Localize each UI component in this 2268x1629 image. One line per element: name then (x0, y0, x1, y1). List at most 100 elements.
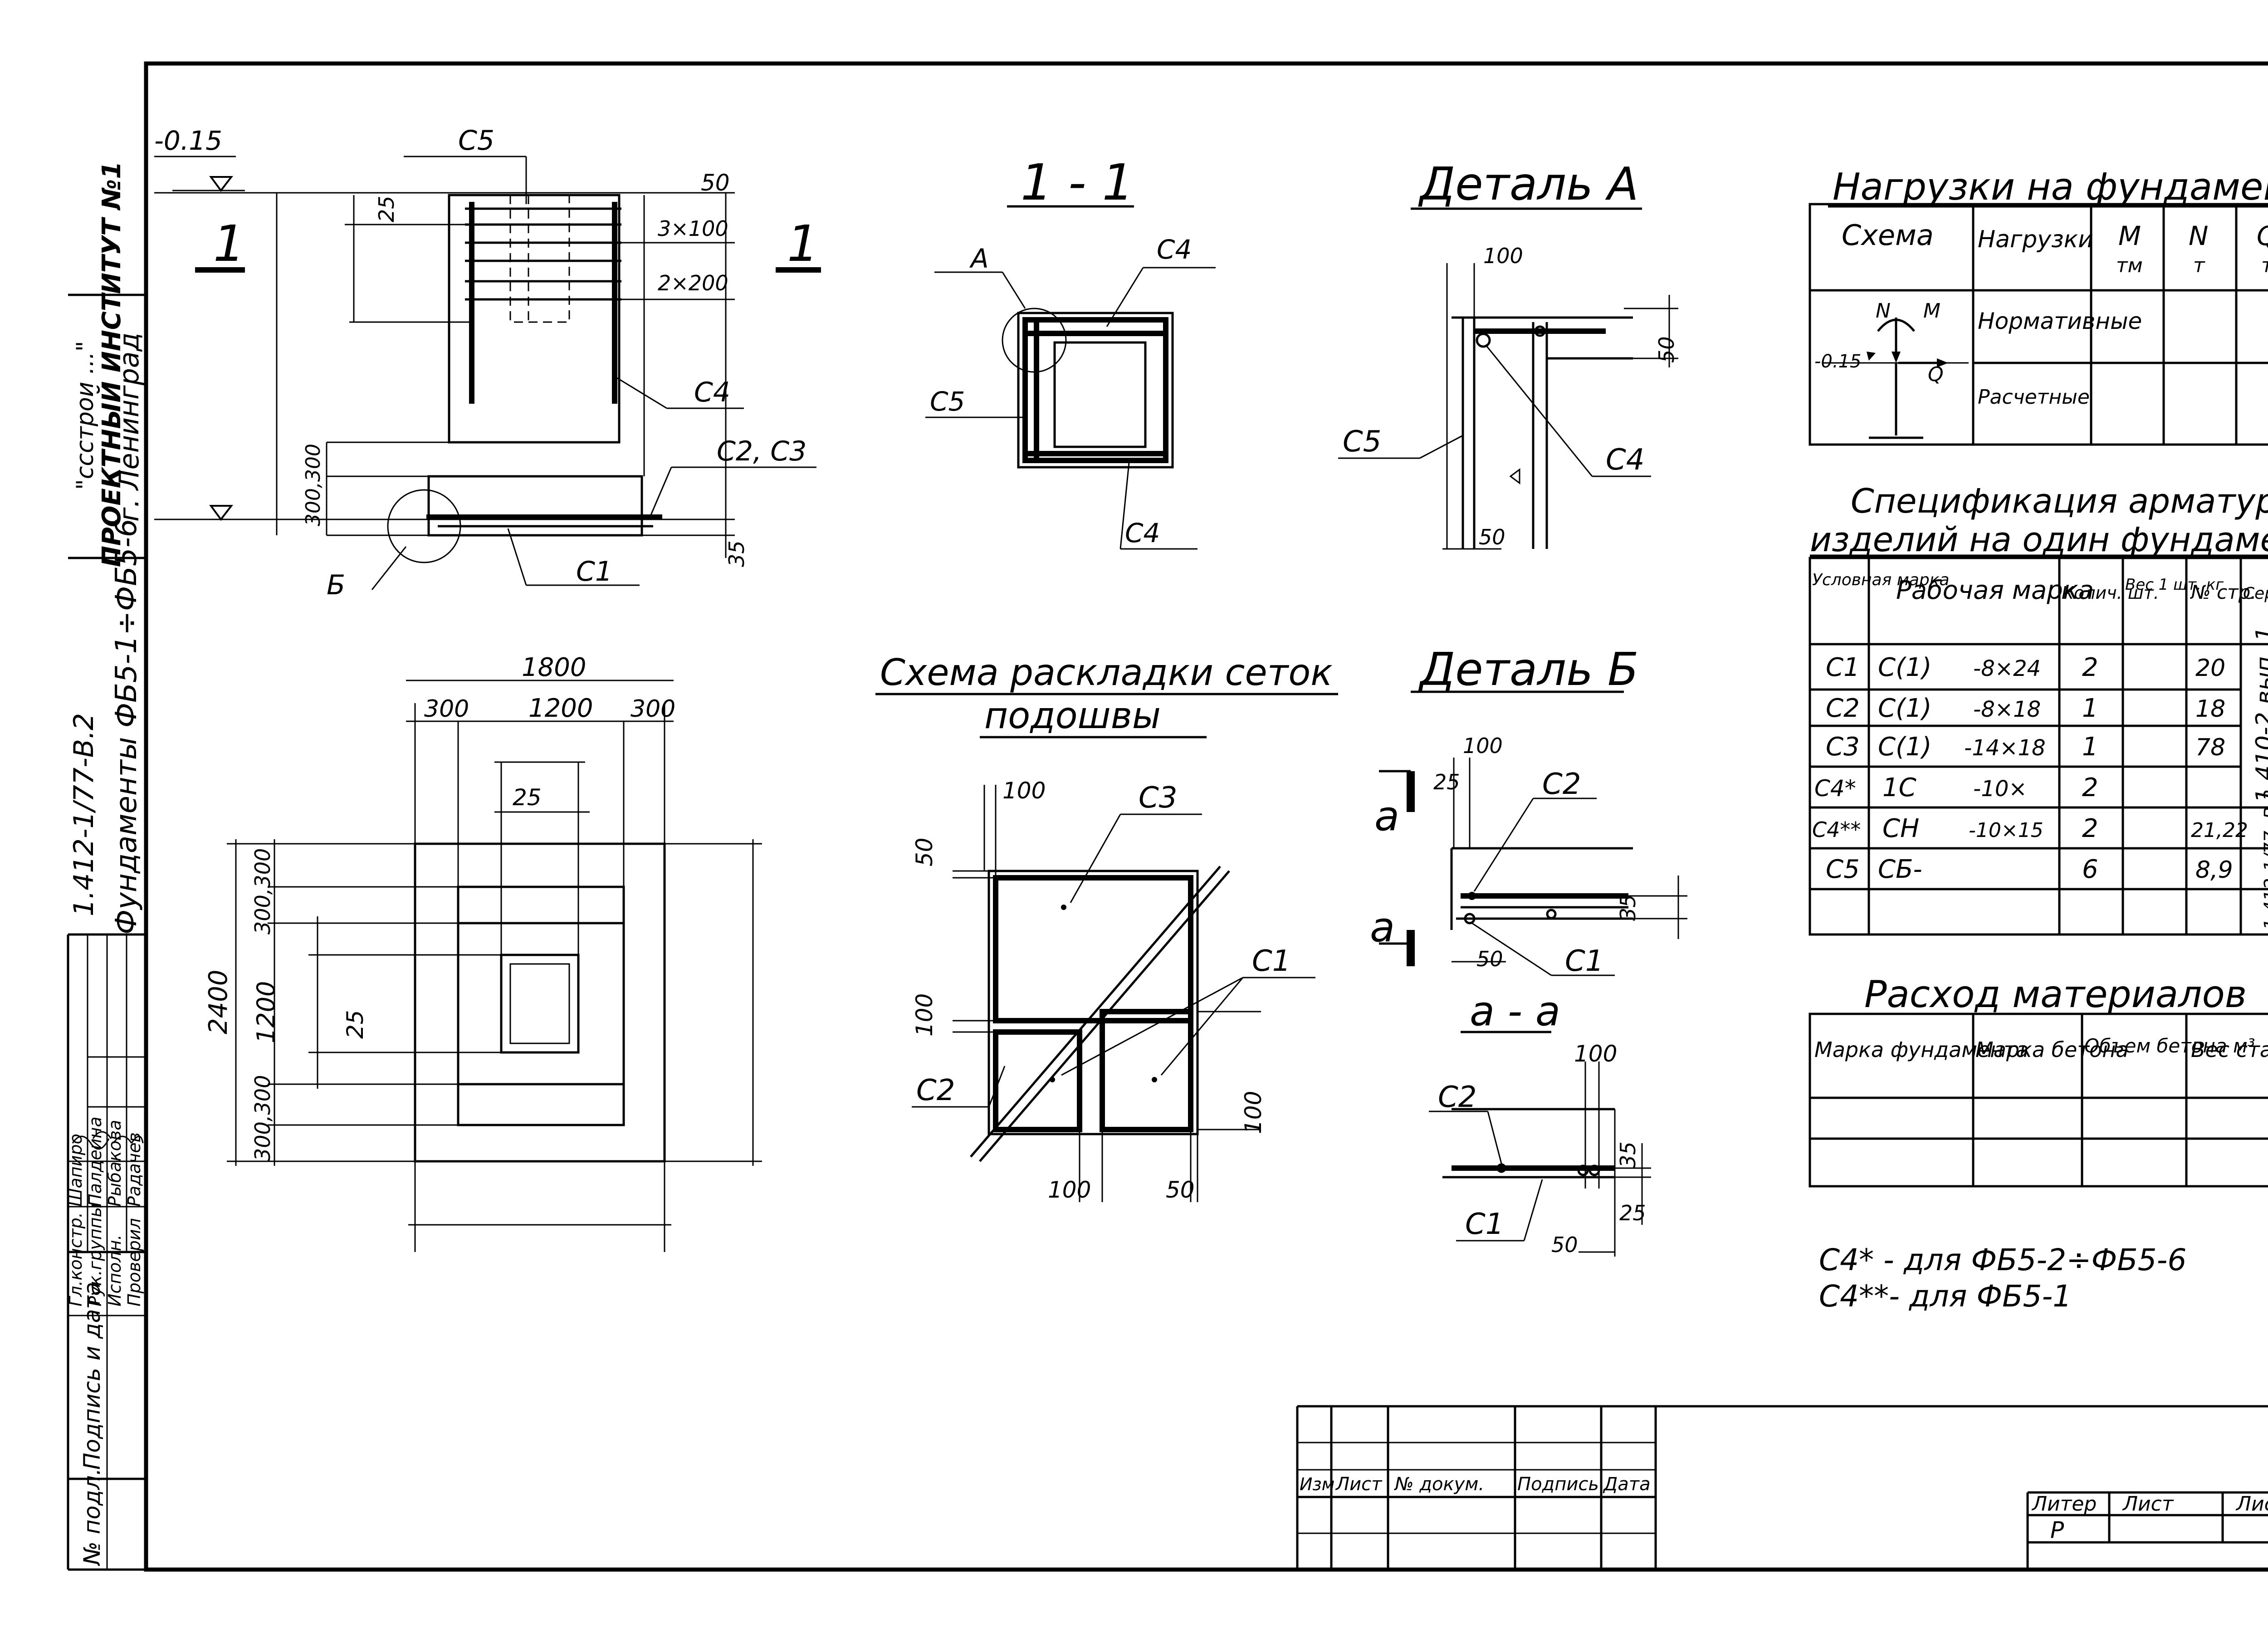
spec-cell: -10× (1973, 776, 2027, 802)
loads-row-norm: Нормативные (1978, 308, 2142, 334)
spec-row: С4* 1С -10× 2 (1814, 773, 2098, 802)
detB-dim-50: 50 (1476, 947, 1503, 971)
spec-title-2: изделий на один фундамент (1810, 520, 2268, 559)
tb-liter: Литер (2031, 1492, 2097, 1516)
spec-series-2: 1.412-1/77, В.3 (2261, 789, 2268, 930)
secAA-dim-100: 100 (1574, 1041, 1617, 1067)
secAA-label-c1: С1 (1465, 1208, 1504, 1241)
role-exec: Исполн. (105, 1234, 125, 1306)
spec-cell: 1 (2082, 694, 2098, 723)
elevation-view: -0.15 1 1 (154, 125, 821, 601)
spec-h-page: № стр. (2190, 581, 2257, 603)
spec-cell: 2 (2082, 653, 2098, 682)
dim-2x200: 2×200 (658, 271, 728, 295)
spec-cell: С(1) (1878, 732, 1931, 762)
section-mark-left: 1 (213, 215, 245, 273)
secAA-dim-35: 35 (1616, 1141, 1640, 1168)
detA-dim-50a: 50 (1654, 336, 1679, 363)
tb-izm: Изм (1300, 1474, 1334, 1494)
spec-h-mark: Условная марка (1812, 571, 1950, 589)
mesh-title-2: подошвы (984, 695, 1161, 737)
tb-sheet: Лист (2122, 1492, 2174, 1516)
secAA-dim-50: 50 (1551, 1233, 1578, 1257)
spec-h-weight: Вес 1 шт. кг (2125, 576, 2224, 594)
loads-row-calc: Расчетные (1978, 386, 2090, 409)
role-check: Проверил (124, 1218, 144, 1306)
spec-cell: С4* (1814, 775, 1856, 802)
mesh-dim-50a: 50 (911, 837, 938, 866)
mesh-title-1: Схема раскладки сеток (880, 651, 1333, 694)
detB-dim-100: 100 (1463, 734, 1503, 758)
mesh-dim-50b: 50 (1166, 1177, 1195, 1203)
tb-list: Лист (1335, 1474, 1383, 1495)
spec-h-work: Рабочая марка (1896, 576, 2094, 605)
spec-cell: С1 (1826, 653, 1860, 682)
mat-title: Расход материалов (1864, 973, 2247, 1016)
loads-u-n: т (2193, 254, 2205, 277)
detA-label-c5: С5 (1343, 425, 1381, 459)
detB-label-c2: С2 (1542, 768, 1581, 801)
name-4: Радачев (124, 1132, 144, 1207)
label-c4: С4 (694, 377, 730, 408)
note-c4-star: С4* - для ФБ5-2÷ФБ5-6 (1819, 1243, 2186, 1277)
left-strip: "ссстрои ..." ПРОЕКТНЫЙ ИНСТИТУТ №1 г. Л… (66, 161, 146, 1571)
detA-title: Деталь А (1418, 157, 1638, 210)
detB-title: Деталь Б (1418, 643, 1638, 696)
name-2: Палдеина (85, 1116, 105, 1207)
mat-h-steel: Вес стали кг (2191, 1037, 2268, 1062)
spec-cell: 6 (2082, 855, 2098, 884)
mesh-dim-100a: 100 (1002, 778, 1046, 804)
mat-h-concrete: Марка бетона (1975, 1037, 2129, 1062)
spec-cell: 78 (2195, 734, 2225, 761)
mesh-label-c3: С3 (1139, 781, 1177, 815)
sign-date-label: Подпись и дата (79, 1282, 105, 1470)
spec-cell: 8,9 (2195, 856, 2233, 884)
spec-row: С1 С(1) -8×24 2 20 (1826, 653, 2225, 682)
plan-dim-1200v: 1200 (252, 981, 280, 1043)
name-3: Рыбакова (105, 1120, 125, 1207)
spec-cell: С3 (1826, 732, 1860, 762)
tb-sign: Подпись (1517, 1474, 1599, 1495)
mesh-dim-100d: 100 (1240, 1091, 1266, 1134)
detB-label-c1: С1 (1565, 944, 1603, 978)
spec-table: Спецификация арматурных изделий на один … (1809, 482, 2268, 936)
spec-cell: 1С (1882, 773, 1916, 802)
role-chief: Гл.констр. (66, 1212, 86, 1306)
loads-h-n: N (2189, 220, 2208, 251)
tb-date: Дата (1603, 1474, 1651, 1495)
detB-dim-35: 35 (1616, 894, 1640, 921)
loads-u-m: тм (2116, 254, 2143, 277)
detB-cut-a-top: а (1374, 792, 1399, 840)
title-block: Изм Лист № докум. Подпись Дата Литер Лис… (1296, 1405, 2268, 1570)
org-line2: ПРОЕКТНЫЙ ИНСТИТУТ №1 (97, 161, 127, 567)
section-mark-right: 1 (787, 215, 819, 273)
loads-h-m: M (2118, 220, 2141, 251)
series-code: 1.412-1/77-В.2 (68, 713, 100, 916)
mat-h-volume: Объем бетона м³ (2084, 1035, 2255, 1057)
spec-row: С4** СН -10×15 2 21,22 (1812, 814, 2248, 843)
dim-35: 35 (724, 540, 749, 567)
spec-cell: С5 (1826, 855, 1860, 884)
plan-view: 1800 300 1200 300 25 2400 300,300 1200 2… (204, 653, 762, 1252)
spec-cell: 18 (2195, 695, 2225, 723)
sec11-label-c5: С5 (930, 386, 965, 417)
loads-u-q: т (2261, 254, 2268, 277)
detA-label-c4: С4 (1606, 443, 1644, 477)
spec-cell: -14×18 (1964, 735, 2046, 761)
mesh-label-c2: С2 (916, 1074, 955, 1107)
sheet-frame (144, 61, 2268, 1572)
plan-dim-300300a: 300,300 (250, 848, 275, 934)
mesh-dim-100b: 100 (911, 993, 938, 1037)
scheme-q: Q (1928, 363, 1944, 386)
spec-row: С5 СБ- 6 8,9 (1826, 855, 2233, 884)
spec-h-qty: Колич. шт. (2062, 583, 2159, 603)
name-1: Шапиро (66, 1134, 86, 1207)
org-line1: "ссстрои ..." (72, 341, 99, 490)
loads-h-scheme: Схема (1842, 219, 1934, 252)
sec11-label-a: А (969, 243, 989, 274)
materials-table: Расход материалов Марка фундамента Марка… (1809, 973, 2268, 1188)
label-c2c3: С2, С3 (717, 435, 807, 467)
sec11-title: 1 - 1 (1021, 153, 1134, 211)
spec-cell: 20 (2195, 655, 2225, 682)
spec-cell: -8×24 (1973, 656, 2041, 681)
